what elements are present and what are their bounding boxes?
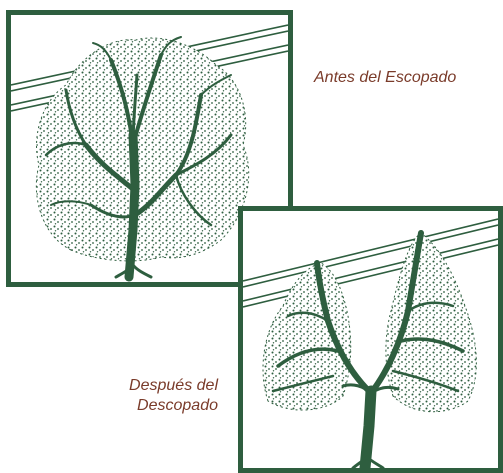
before-caption: Antes del Escopado bbox=[314, 69, 457, 86]
before-pruning-panel bbox=[6, 10, 293, 287]
full-tree-icon bbox=[11, 24, 288, 282]
after-pruning-panel bbox=[238, 206, 503, 473]
after-caption-line1: Después del bbox=[129, 377, 218, 394]
after-caption-line2: Descopado bbox=[137, 397, 218, 414]
tree-branches bbox=[44, 36, 233, 282]
tree-branches bbox=[271, 230, 465, 468]
v-pruned-tree-icon bbox=[243, 218, 498, 468]
left-canopy bbox=[262, 262, 352, 411]
after-caption: Después del Descopado bbox=[129, 376, 218, 416]
right-canopy bbox=[385, 232, 477, 413]
power-lines-icon bbox=[243, 218, 498, 308]
